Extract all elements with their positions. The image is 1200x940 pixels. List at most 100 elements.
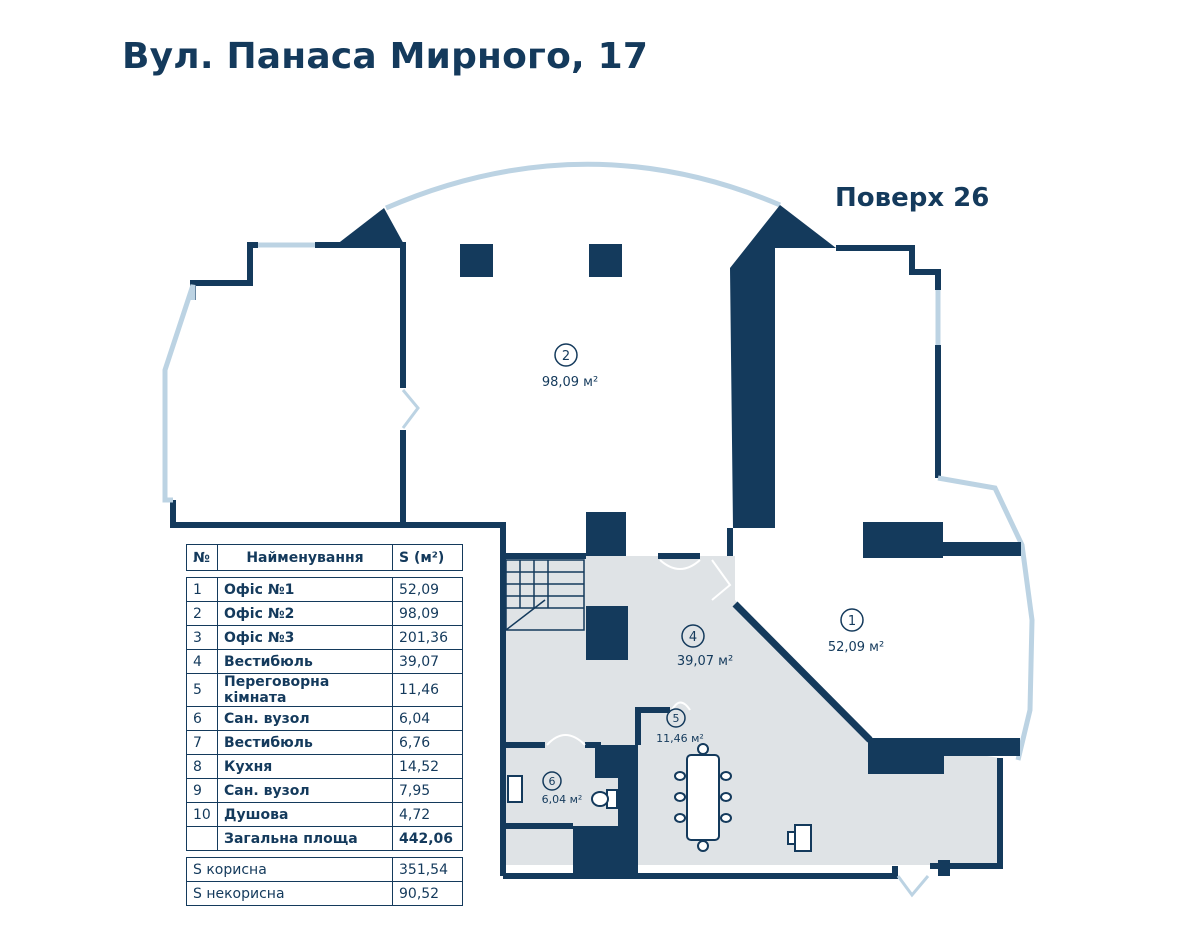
room-number-6: 6: [549, 775, 556, 788]
row-number: 8: [186, 754, 218, 779]
se-block: [868, 738, 944, 774]
row-name: Сан. вузол: [217, 778, 393, 803]
stairs: [505, 559, 585, 631]
row-number: 9: [186, 778, 218, 803]
header-area: S (м²): [392, 544, 463, 571]
core-block-mid: [586, 606, 628, 660]
core-block-top: [586, 512, 626, 556]
row-number: 5: [186, 673, 218, 707]
total-label: Загальна площа: [217, 826, 393, 851]
toilet: [591, 789, 618, 809]
room-label-5: 5 11,46 м²: [656, 708, 704, 745]
row-name: Вестибюль: [217, 649, 393, 674]
lobby-door: [659, 559, 701, 570]
room-area-5: 11,46 м²: [656, 732, 704, 745]
row-area: 98,09: [392, 601, 463, 626]
office-1-partition: [863, 522, 943, 558]
nw-column: [336, 208, 406, 248]
column-1: [460, 244, 493, 277]
room-label-6: 6 6,04 м²: [542, 771, 583, 806]
header-number: №: [186, 544, 218, 571]
row-number: 10: [186, 802, 218, 827]
row-name: Кухня: [217, 754, 393, 779]
room-label-1: 1 52,09 м²: [828, 608, 884, 655]
room-area-4: 39,07 м²: [677, 654, 733, 669]
row-number: 4: [186, 649, 218, 674]
row-name: Вестибюль: [217, 730, 393, 755]
row-area: 7,95: [392, 778, 463, 803]
useful-area-value: 351,54: [392, 857, 463, 882]
se-wall: [944, 738, 1020, 756]
bathroom-door: [546, 734, 586, 746]
row-area: 11,46: [392, 673, 463, 707]
row-number: 6: [186, 706, 218, 731]
office-3-door: [401, 389, 420, 429]
row-area: 6,76: [392, 730, 463, 755]
meeting-room-door: [671, 701, 691, 711]
row-name: Офіс №2: [217, 601, 393, 626]
table-header-row: № Найменування S (м²): [186, 544, 463, 571]
room-label-2: 2 98,09 м²: [542, 343, 598, 390]
room-number-5: 5: [673, 712, 680, 725]
total-value: 442,06: [392, 826, 463, 851]
row-number: 3: [186, 625, 218, 650]
room-area-6: 6,04 м²: [542, 793, 583, 806]
room-number-4: 4: [689, 630, 697, 645]
sink: [507, 775, 523, 803]
row-number: 1: [186, 577, 218, 602]
room-number-2: 2: [562, 349, 570, 364]
page-title: Вул. Панаса Мирного, 17: [122, 36, 649, 77]
diagonal-wall: [732, 601, 873, 743]
office-1-windows: [935, 290, 1035, 761]
row-name: Офіс №1: [217, 577, 393, 602]
row-number: 7: [186, 730, 218, 755]
row-name: Душова: [217, 802, 393, 827]
row-area: 39,07: [392, 649, 463, 674]
room-number-1: 1: [848, 614, 856, 629]
row-area: 4,72: [392, 802, 463, 827]
small-sink: [787, 824, 812, 852]
useful-area-label: S корисна: [186, 857, 393, 882]
office-3-walls: [170, 242, 406, 528]
bath-divider: [618, 745, 638, 876]
row-name: Офіс №3: [217, 625, 393, 650]
office-2-walls: [403, 522, 733, 559]
room-area-2: 98,09 м²: [542, 375, 598, 390]
row-name: Переговорна кімната: [217, 673, 393, 707]
room-area-1: 52,09 м²: [828, 640, 884, 655]
nonuseful-area-label: S некорисна: [186, 881, 393, 906]
floor-label: Поверх 26: [835, 183, 990, 213]
row-area: 6,04: [392, 706, 463, 731]
row-area: 52,09: [392, 577, 463, 602]
nonuseful-area-value: 90,52: [392, 881, 463, 906]
office-1-wall-east: [943, 542, 1021, 556]
header-name: Найменування: [217, 544, 393, 571]
column-2: [589, 244, 622, 277]
office-1-door: [711, 559, 732, 601]
office-3-windows: [162, 242, 315, 503]
south-walls: [503, 758, 1003, 879]
room-label-4: 4 39,07 м²: [677, 624, 733, 669]
south-column: [938, 860, 950, 876]
lobby-zone: [503, 556, 1000, 865]
north-window-arc: [385, 161, 781, 211]
row-name: Сан. вузол: [217, 706, 393, 731]
meeting-room-walls: [635, 707, 670, 745]
ne-shaft: [730, 205, 836, 528]
office-1-walls: [836, 245, 941, 478]
meeting-table: [674, 743, 732, 852]
